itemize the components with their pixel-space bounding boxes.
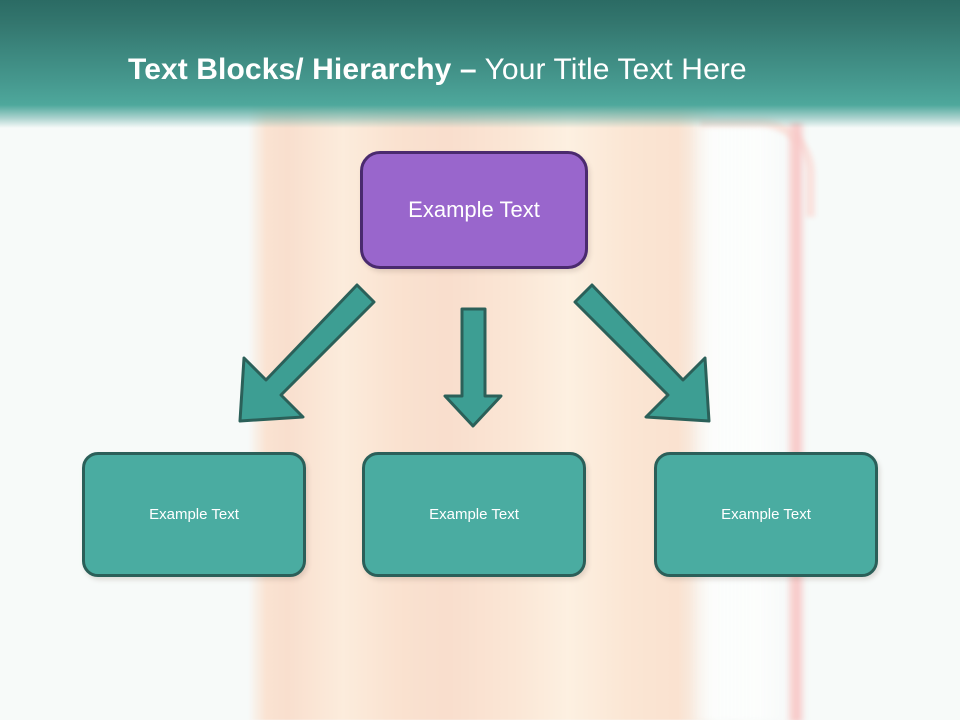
hierarchy-child-box-1[interactable]: Example Text (82, 452, 306, 577)
hierarchy-child-box-3[interactable]: Example Text (654, 452, 878, 577)
hierarchy-child-label-3: Example Text (721, 506, 811, 523)
hierarchy-root-label: Example Text (408, 197, 540, 222)
page-title-regular: Your Title Text Here (476, 53, 747, 86)
title-banner (0, 0, 960, 128)
hierarchy-root-box[interactable]: Example Text (360, 151, 588, 269)
hierarchy-child-label-1: Example Text (149, 506, 239, 523)
hierarchy-child-label-2: Example Text (429, 506, 519, 523)
page-title-bold: Text Blocks/ Hierarchy – (128, 53, 477, 86)
page-title: Text Blocks/ Hierarchy – Your Title Text… (128, 50, 747, 90)
background-pink-stripe (786, 122, 806, 720)
hierarchy-child-box-2[interactable]: Example Text (362, 452, 586, 577)
